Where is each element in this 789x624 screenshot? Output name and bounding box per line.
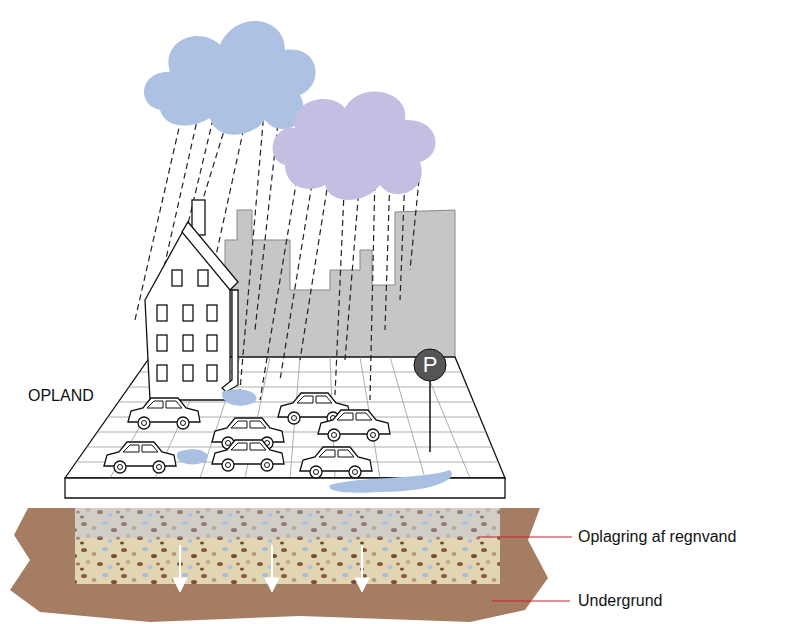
car [104, 393, 390, 478]
area-label: OPLAND [28, 386, 94, 405]
sign-pole [429, 380, 431, 452]
cloud [144, 21, 316, 135]
cloud [273, 91, 436, 200]
puddle [177, 389, 452, 493]
infiltration-arrows [173, 545, 369, 592]
subsoil [10, 508, 548, 622]
storage-layer [75, 508, 500, 584]
parking-sign [414, 349, 446, 381]
leader-line [478, 536, 572, 537]
layer-label: Undergrund [578, 591, 663, 610]
leader-line [492, 600, 570, 601]
layer-label: Oplagring af regnvand [578, 527, 736, 546]
sign-letter: P [423, 352, 438, 378]
house [145, 200, 238, 400]
